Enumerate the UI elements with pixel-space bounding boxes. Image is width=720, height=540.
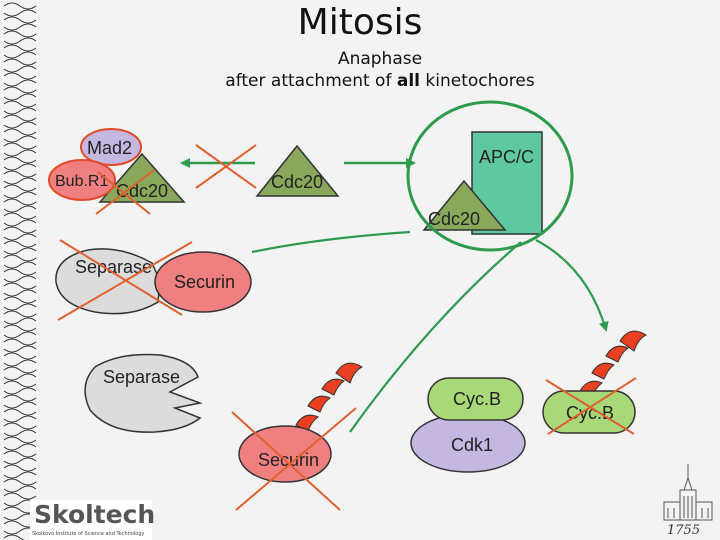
logo-tagline: Skolkovo Institute of Science and Techno… [32, 531, 145, 537]
cdc20-free-label: Cdc20 [271, 172, 323, 192]
decorative-border [3, 2, 37, 540]
subtitle-post: kinetochores [419, 71, 535, 91]
apc-c-label: APC/C [479, 147, 534, 167]
mad2-label: Mad2 [87, 138, 132, 158]
cdc20-checkpoint-label: Cdc20 [116, 181, 168, 201]
checkpoint-cross [95, 169, 155, 215]
separase-active-label: Separase [103, 367, 180, 387]
bubr1-label: Bub.R1 [55, 173, 108, 190]
arrow-to-securin-bound [251, 230, 411, 254]
cycb-degraded-label: Cyc.B [566, 403, 614, 423]
cycb-shape [427, 377, 524, 421]
bubr1-ellipse [48, 159, 116, 201]
mad2-ellipse [80, 128, 142, 166]
university-building-icon [663, 464, 713, 521]
cdc20-apc-label: Cdc20 [428, 209, 480, 229]
cdk1-label: Cdk1 [451, 435, 493, 455]
securin-ub-label: Securin [258, 450, 319, 470]
founding-year: 1755 [667, 523, 701, 538]
subtitle-line-2: after attachment of all kinetochores [0, 70, 720, 92]
securin-bound-label: Securin [174, 272, 235, 292]
logo-wordmark: Skoltech [34, 500, 156, 529]
subtitle-bold-word: all [396, 71, 420, 91]
slide-title: Mitosis [297, 2, 423, 43]
separase-complex-cross [57, 239, 193, 321]
skoltech-logo-icon [30, 500, 152, 540]
cdc20-apc-triangle [422, 179, 507, 231]
ubiquitin-chain-securin [295, 362, 364, 432]
cycb-label: Cyc.B [453, 389, 501, 409]
separase-active-shape [84, 353, 203, 433]
securin-ub-cross [231, 407, 357, 511]
separase-inhibited-shape [55, 248, 161, 315]
ubiquitin-chain-cycb [579, 330, 648, 398]
cdc20-free-triangle [255, 144, 340, 197]
cycb-degraded-cross [545, 377, 637, 435]
arrow-to-cycb-degraded [535, 239, 609, 332]
arrow-to-securin-ub [349, 241, 522, 433]
subtitle-line-1: Anaphase [337, 49, 423, 69]
apc-highlight-circle [406, 100, 574, 252]
securin-bound-ellipse [154, 251, 252, 313]
slide-subtitle: Anaphase after attachment of all kinetoc… [0, 48, 720, 92]
subtitle-pre: after attachment of [225, 71, 397, 91]
arrow-cross [195, 144, 257, 189]
